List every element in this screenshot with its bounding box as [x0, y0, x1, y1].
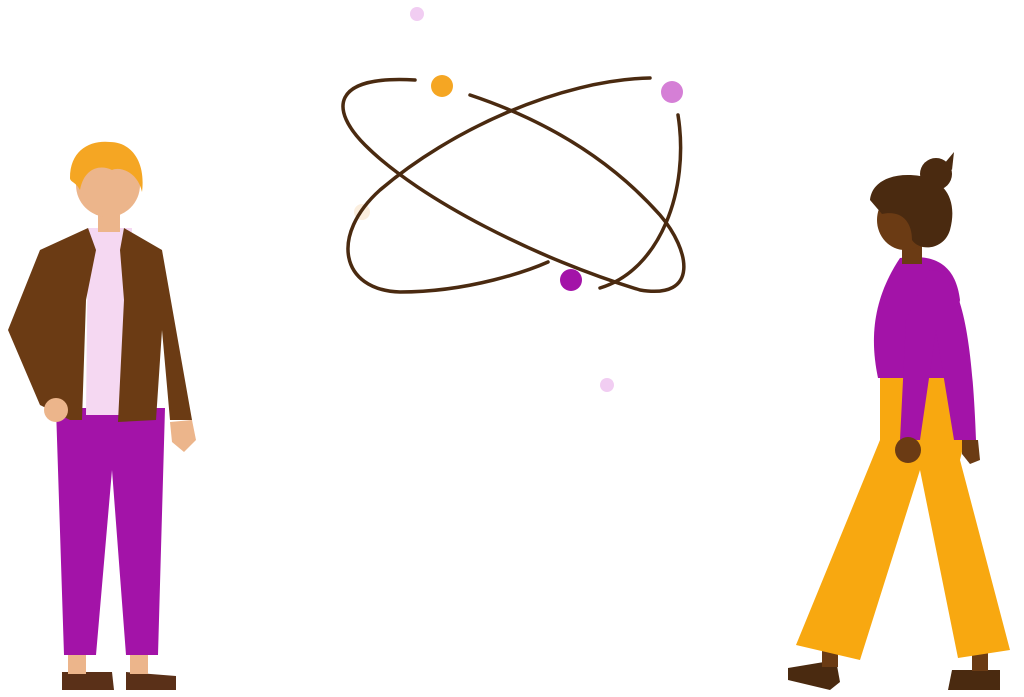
woman-hand-left: [895, 437, 921, 463]
man-hair: [70, 141, 143, 192]
floating-dot-top: [410, 7, 424, 21]
man-ankle-left: [68, 652, 86, 674]
woman-hair: [870, 175, 953, 248]
woman-pants: [796, 368, 1010, 660]
orbit-ring-two: [346, 76, 652, 294]
man-figure: [8, 141, 196, 690]
electron-magenta: [560, 269, 582, 291]
man-shoe-left: [62, 672, 114, 690]
electron-lilac: [661, 81, 683, 103]
woman-hand-right: [962, 440, 980, 464]
man-hand-left: [44, 398, 68, 422]
man-hand-right: [170, 420, 196, 452]
atom-icon: [341, 75, 686, 294]
orbit-ring-one: [341, 77, 686, 294]
woman-arm: [900, 269, 976, 440]
man-shoe-right: [126, 672, 176, 690]
floating-dot-bottom: [600, 378, 614, 392]
man-jacket: [8, 228, 96, 420]
man-jacket-right: [118, 228, 192, 422]
woman-hair-bun: [920, 158, 952, 190]
orbit-ring-two-end: [598, 113, 683, 290]
woman-shoe-left: [788, 660, 840, 690]
woman-shoe-right: [948, 670, 1000, 690]
man-pants: [56, 408, 165, 655]
man-ankle-right: [130, 652, 148, 674]
man-shirt: [86, 228, 132, 415]
woman-hair-tuft: [944, 152, 954, 170]
woman-figure: [788, 152, 1010, 690]
electron-orange: [431, 75, 453, 97]
